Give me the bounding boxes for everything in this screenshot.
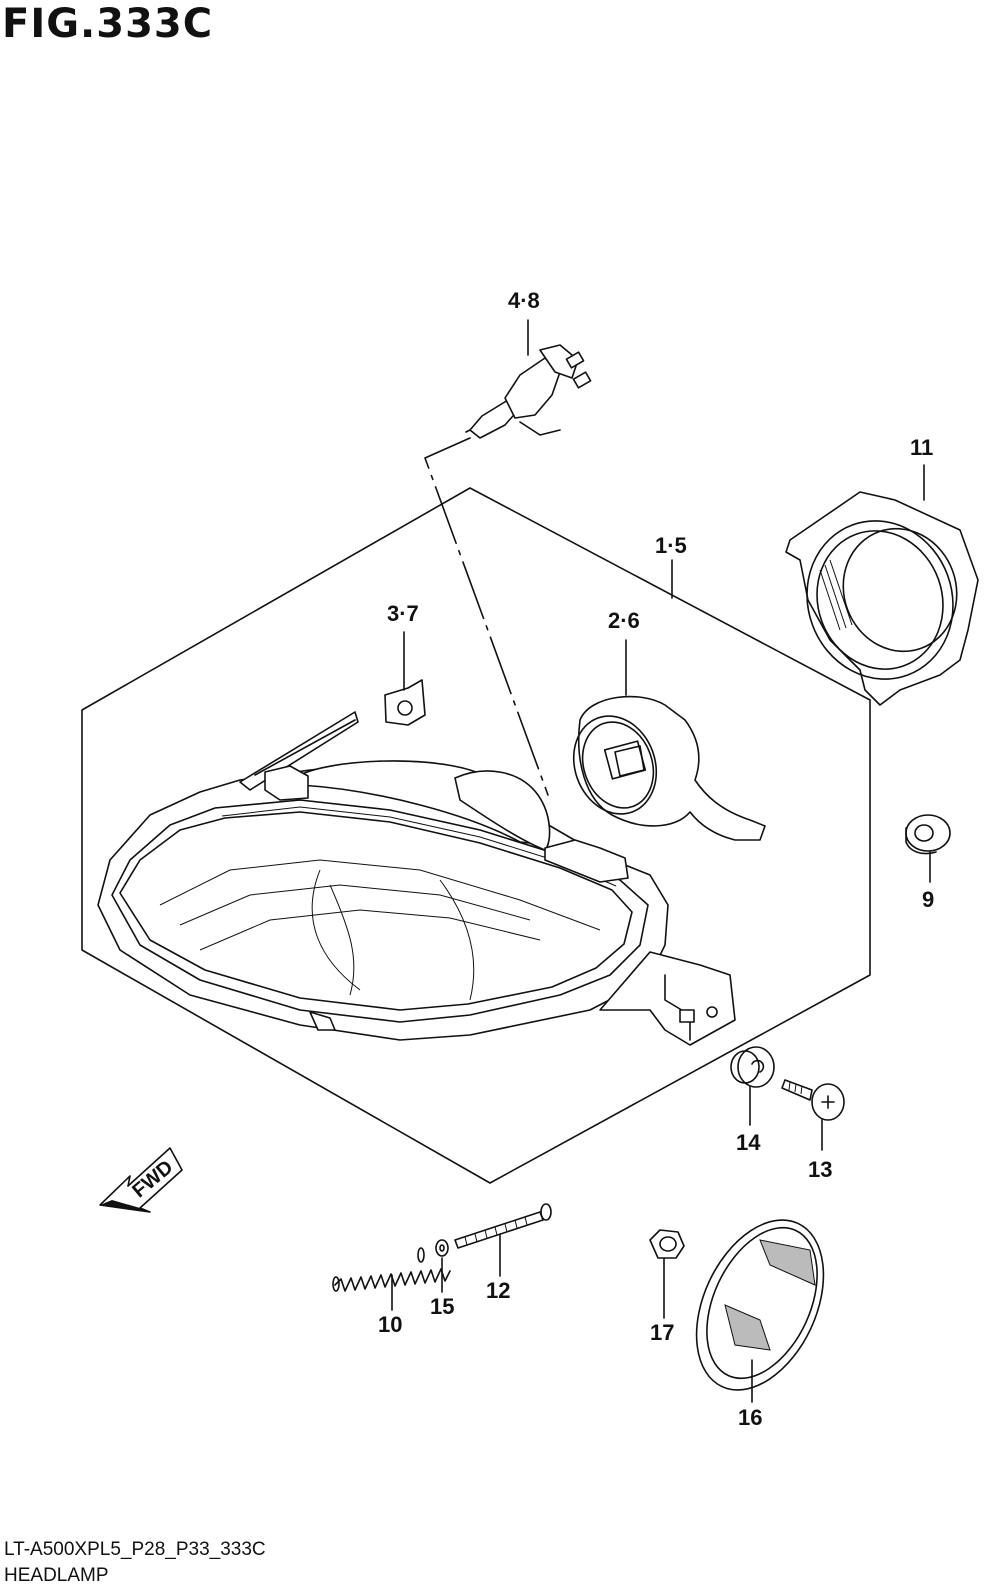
figure-name: HEADLAMP <box>4 1565 109 1586</box>
adjust-screw <box>454 1203 552 1249</box>
callout-10: 10 <box>378 1312 402 1337</box>
callout-2-6: 2·6 <box>608 608 640 633</box>
callout-13: 13 <box>808 1157 832 1182</box>
callout-16: 16 <box>738 1405 762 1430</box>
nut <box>649 1229 685 1259</box>
assembly-boundary <box>81 487 871 1184</box>
rubber <box>730 1046 775 1088</box>
bulb-dash-line <box>424 437 549 796</box>
fwd-arrow: FWD <box>99 1147 183 1213</box>
callout-12: 12 <box>486 1278 510 1303</box>
callout-14: 14 <box>736 1130 761 1155</box>
headlamp-housing <box>97 711 736 1046</box>
cover-ring <box>785 491 979 706</box>
spring <box>332 1247 451 1292</box>
socket <box>572 695 766 841</box>
grommet <box>905 814 951 855</box>
callout-3-7: 3·7 <box>387 601 419 626</box>
figure-title: FIG.333C <box>2 1 214 47</box>
callout-9: 9 <box>922 887 934 912</box>
figure-code: LT-A500XPL5_P28_P33_333C <box>4 1539 266 1560</box>
callout-15: 15 <box>430 1294 454 1319</box>
clip <box>384 679 426 726</box>
bulb <box>465 344 592 439</box>
callout-4-8: 4·8 <box>508 288 540 313</box>
screw <box>781 1079 845 1121</box>
washer <box>435 1239 449 1257</box>
callout-1-5: 1·5 <box>655 533 687 558</box>
reflector <box>695 1219 825 1391</box>
callout-11: 11 <box>910 435 933 460</box>
callout-17: 17 <box>650 1320 674 1345</box>
